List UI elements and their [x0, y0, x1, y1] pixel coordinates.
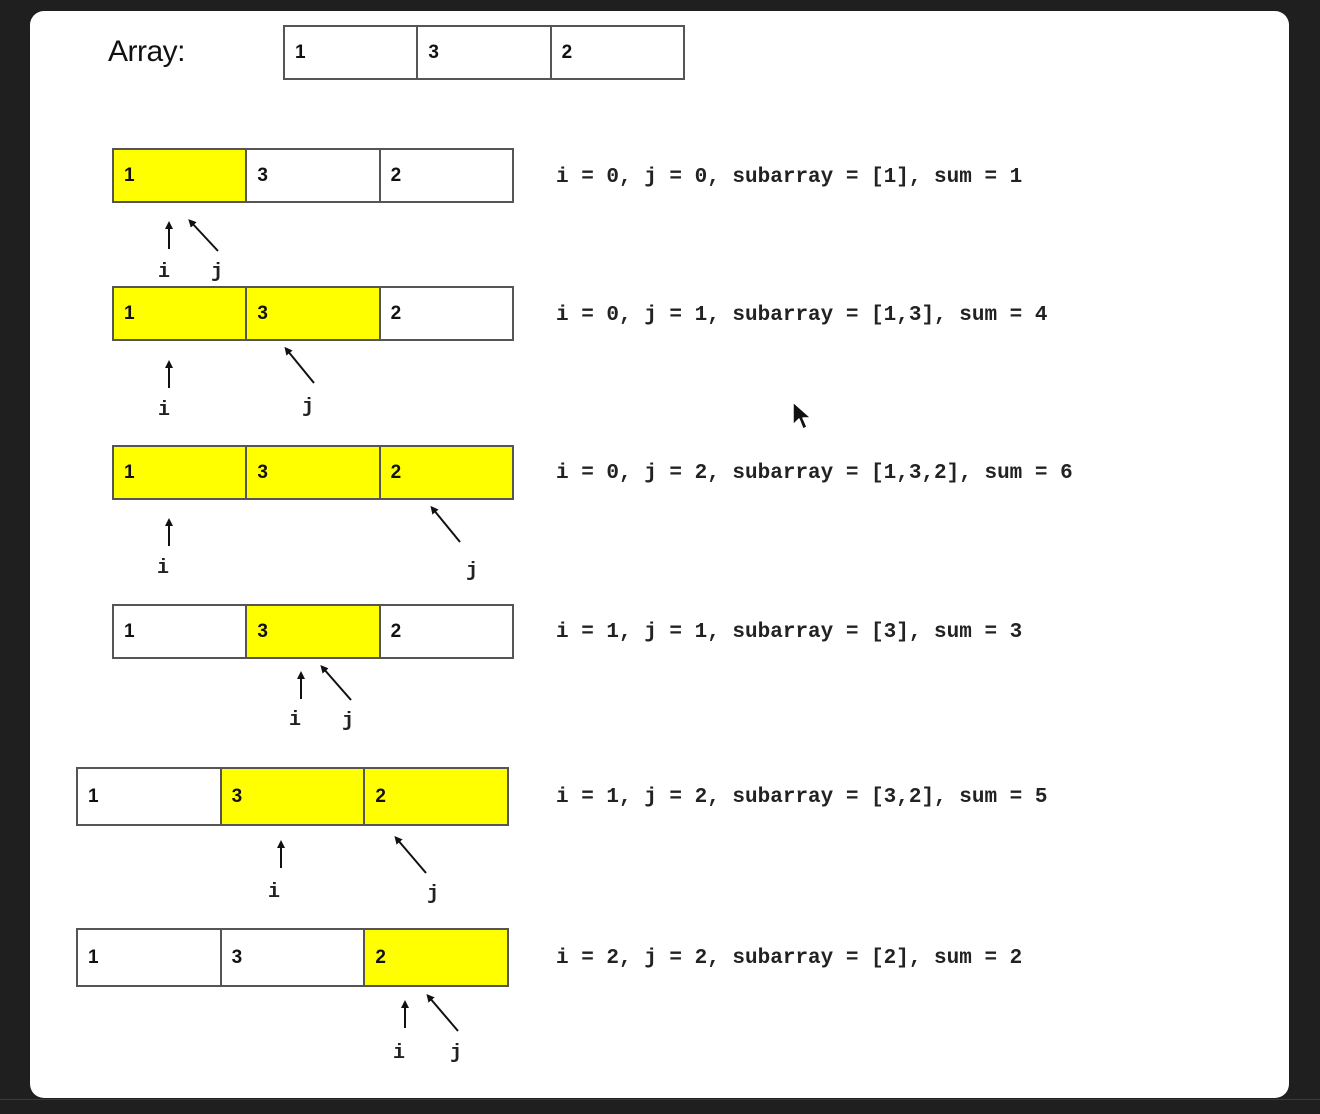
- diagram-card: Array: 1 3 2 1 3 2 i = 0, j = 0, subarra…: [30, 11, 1289, 1098]
- j-arrow: [284, 346, 315, 384]
- step-cell: 3: [219, 769, 364, 824]
- j-pointer-label: j: [427, 883, 440, 906]
- step-cell: 2: [378, 606, 512, 657]
- step-cell: 1: [88, 946, 99, 968]
- step-cell: 2: [363, 769, 508, 824]
- bottom-divider: [0, 1099, 1320, 1100]
- j-arrow: [394, 835, 427, 874]
- step-cell: 1: [114, 288, 246, 339]
- step-cell: 1: [114, 447, 246, 498]
- step-cell: 2: [363, 930, 508, 985]
- step-caption: i = 0, j = 1, subarray = [1,3], sum = 4: [556, 304, 1048, 327]
- step-cell: 3: [245, 447, 379, 498]
- j-pointer-label: j: [302, 396, 315, 419]
- step-cell: 3: [219, 930, 364, 985]
- i-pointer-label: i: [268, 881, 281, 904]
- array-cell: 3: [416, 27, 549, 78]
- i-pointer-label: i: [158, 261, 171, 284]
- step-caption: i = 0, j = 0, subarray = [1], sum = 1: [556, 166, 1023, 189]
- step-array: 1 3 2: [112, 286, 514, 341]
- step-cell: 3: [245, 606, 379, 657]
- j-arrow: [320, 664, 352, 701]
- source-array: 1 3 2: [283, 25, 685, 80]
- step-cell: 2: [378, 150, 512, 201]
- j-pointer-label: j: [342, 710, 355, 733]
- step-cell: 2: [378, 447, 512, 498]
- array-cell: 1: [295, 41, 306, 63]
- step-cell: 3: [245, 288, 379, 339]
- step-cell: 1: [88, 785, 99, 807]
- j-pointer-label: j: [450, 1042, 463, 1065]
- step-cell: 3: [245, 150, 378, 201]
- j-pointer-label: j: [211, 261, 224, 284]
- i-pointer-label: i: [289, 709, 302, 732]
- j-arrow: [430, 505, 461, 543]
- step-caption: i = 1, j = 2, subarray = [3,2], sum = 5: [556, 786, 1048, 809]
- i-pointer-label: i: [158, 399, 171, 422]
- step-caption: i = 2, j = 2, subarray = [2], sum = 2: [556, 947, 1023, 970]
- j-arrow: [426, 993, 459, 1032]
- step-cell: 2: [378, 288, 512, 339]
- j-pointer-label: j: [466, 560, 479, 583]
- mouse-cursor-icon: [792, 401, 812, 430]
- step-caption: i = 0, j = 2, subarray = [1,3,2], sum = …: [556, 462, 1073, 485]
- step-array: 1 3 2: [112, 445, 514, 500]
- i-pointer-label: i: [157, 557, 170, 580]
- step-array: 1 3 2: [112, 148, 514, 203]
- array-label: Array:: [108, 35, 186, 68]
- i-pointer-label: i: [393, 1042, 406, 1065]
- step-array: 1 3 2: [76, 928, 509, 987]
- step-cell: 1: [124, 620, 135, 642]
- step-array: 1 3 2: [76, 767, 509, 826]
- step-caption: i = 1, j = 1, subarray = [3], sum = 3: [556, 621, 1023, 644]
- array-cell: 2: [549, 27, 683, 78]
- step-cell: 1: [114, 150, 246, 201]
- step-array: 1 3 2: [112, 604, 514, 659]
- j-arrow: [188, 219, 219, 252]
